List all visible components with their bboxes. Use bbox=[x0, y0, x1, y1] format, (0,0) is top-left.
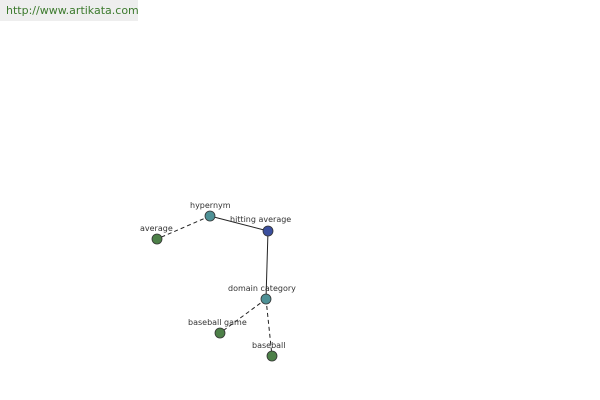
edge-hypernym-average bbox=[156, 215, 211, 240]
edge-center-domain-category bbox=[265, 230, 269, 300]
label-hitting-average: hitting average bbox=[230, 215, 291, 224]
site-url-link[interactable]: http://www.artikata.com bbox=[0, 0, 139, 21]
term-node-baseball-game[interactable] bbox=[214, 327, 226, 339]
term-node-baseball[interactable] bbox=[266, 350, 278, 362]
edge-domain-category-baseball bbox=[265, 298, 273, 357]
edge-domain-category-baseball-game bbox=[219, 298, 267, 334]
label-average: average bbox=[140, 224, 173, 233]
term-node-average[interactable] bbox=[151, 233, 163, 245]
center-node-hitting-average[interactable] bbox=[262, 225, 274, 237]
label-hypernym: hypernym bbox=[190, 201, 231, 210]
relation-node-domain-category[interactable] bbox=[260, 293, 272, 305]
relation-node-hypernym[interactable] bbox=[204, 210, 216, 222]
edge-hypernym-center bbox=[209, 215, 269, 232]
label-baseball: baseball bbox=[252, 341, 286, 350]
label-baseball-game: baseball game bbox=[188, 318, 247, 327]
label-domain-category: domain category bbox=[228, 284, 296, 293]
